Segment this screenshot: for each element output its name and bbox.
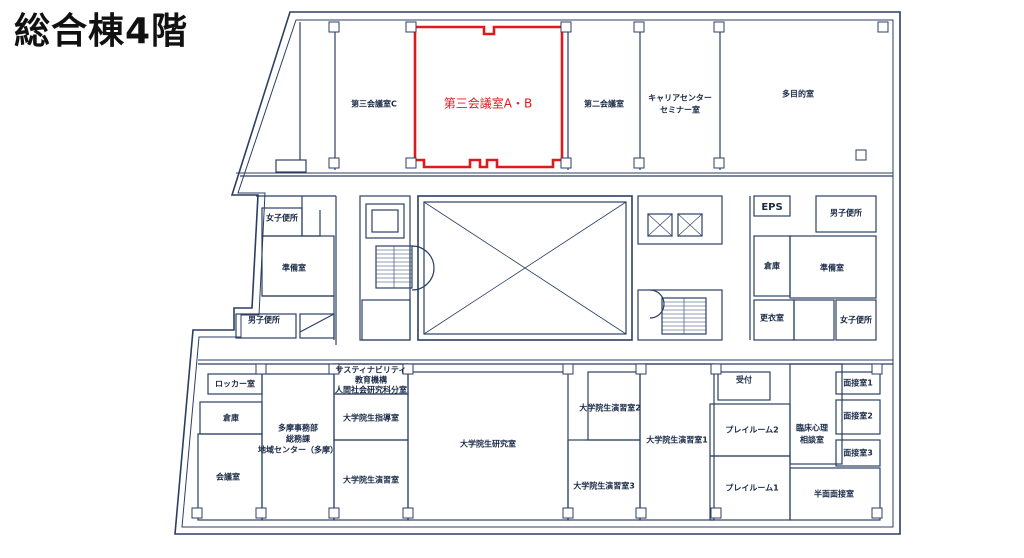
label-interview1: 面接室1 (843, 378, 873, 388)
label-meeting: 会議室 (216, 472, 240, 482)
label-center-line1: 多摩事務部 (278, 423, 318, 433)
label-grad-seminar: 大学院生演習室 (343, 475, 399, 485)
bottom-band (197, 359, 893, 521)
label-playroom2: プレイルーム2 (725, 425, 778, 435)
label-one-way: 半面面接室 (814, 489, 854, 499)
middle-band (235, 195, 411, 345)
top-rooms (236, 22, 893, 177)
label-prep-right: 準備室 (820, 263, 844, 273)
label-multipurpose: 多目的室 (782, 89, 814, 99)
label-grad-research-main: 大学院生研究室 (460, 439, 516, 449)
label-sustain-line1: サスティナビリティ (336, 365, 407, 375)
label-womens-wc-left: 女子便所 (266, 213, 298, 223)
label-changing: 更衣室 (760, 313, 784, 323)
label-sustain-line2: 教育機構 (354, 375, 387, 385)
label-interview2: 面接室2 (843, 411, 873, 421)
label-prep-left: 準備室 (282, 263, 306, 273)
label-clinical-line1: 臨床心理 (796, 423, 828, 433)
label-womens-wc-right: 女子便所 (840, 315, 872, 325)
right-middle-rooms (749, 195, 877, 341)
label-grad-practice3: 大学院生演習室3 (573, 481, 635, 491)
label-seminar-room: セミナー室 (660, 105, 700, 115)
bottom-pillars (191, 363, 883, 519)
floor-title: 総合棟4階 (14, 11, 189, 52)
right-core (637, 195, 723, 341)
label-conference-3c: 第三会議室C (351, 99, 397, 109)
label-storage-right: 倉庫 (763, 261, 780, 271)
label-grad-practice2: 大学院生演習室2 (579, 403, 641, 413)
label-eps: EPS (761, 202, 782, 213)
label-reception: 受付 (736, 375, 752, 385)
label-playroom1: プレイルーム1 (725, 483, 779, 493)
label-grad-practice1: 大学院生演習室1 (646, 435, 708, 445)
label-conference-2: 第二会議室 (584, 99, 624, 109)
label-career-center: キャリアセンター (648, 93, 712, 103)
conference-room-3ab-outline (413, 25, 564, 169)
label-mens-wc-right: 男子便所 (830, 208, 862, 218)
left-stairs (375, 245, 435, 291)
label-center-line3: 地域センター（多摩） (258, 445, 338, 455)
outer-walls (174, 11, 901, 535)
central-void (417, 195, 633, 341)
label-center-line2: 総務課 (286, 434, 311, 444)
top-pillars (328, 21, 889, 169)
label-conference-3ab: 第三会議室A・B (444, 96, 532, 111)
room-labels: 第三会議室C 第三会議室A・B 第二会議室 キャリアセンター セミナー室 多目的… (215, 89, 873, 499)
label-mens-wc-left: 男子便所 (248, 315, 280, 325)
label-storage-left: 倉庫 (222, 413, 239, 423)
label-clinical-line2: 相談室 (800, 435, 824, 445)
label-locker: ロッカー室 (215, 379, 255, 389)
label-sustain-line3: 人間社会研究科分室 (335, 385, 407, 395)
label-grad-instruction: 大学院生指導室 (343, 413, 399, 423)
label-interview3: 面接室3 (843, 448, 873, 458)
